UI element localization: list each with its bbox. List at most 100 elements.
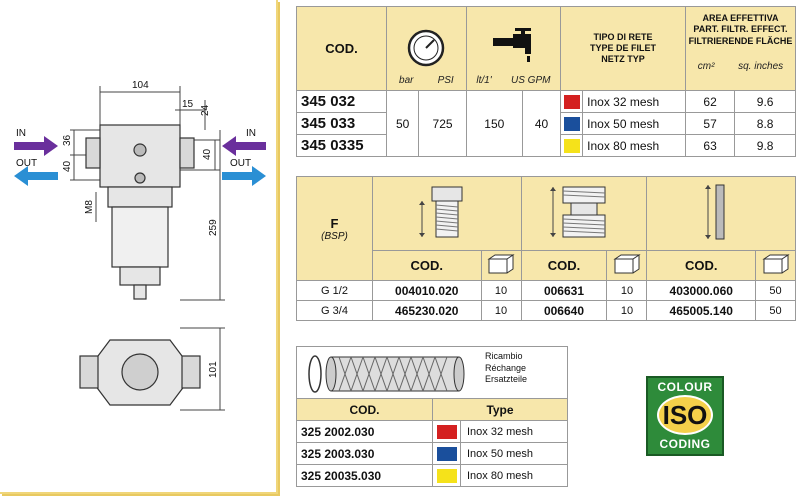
qty-cell: 50 (755, 300, 796, 321)
size-cell: G 3/4 (296, 300, 373, 321)
cod1-header: COD. (372, 250, 482, 281)
sqin-cell: 9.8 (734, 134, 796, 157)
flow-lt-value: 150 (465, 90, 523, 157)
area-line1: AREA EFFETTIVA (702, 13, 779, 23)
dim-15: 15 (182, 99, 194, 110)
tipo-line3: NETZ TYP (601, 54, 645, 65)
sqinches-unit: sq. inches (738, 60, 784, 72)
table-row: G 1/2 004010.020 10 006631 10 403000.060… (296, 280, 796, 301)
code-cell: 403000.060 (646, 280, 756, 301)
f-label: F (330, 215, 339, 231)
nipple-header (372, 176, 522, 251)
qty-cell: 10 (480, 280, 522, 301)
red-swatch-icon (563, 94, 580, 109)
out-arrow-left-icon (14, 166, 58, 186)
dim-m8: M8 (84, 200, 95, 214)
area-line3: FILTRIERENDE FLÄCHE (688, 35, 793, 46)
box-icon (487, 254, 515, 274)
code-cell: 006631 (520, 280, 608, 301)
double-nipple-header (520, 176, 648, 251)
spare-part-box: Ricambio Réchange Ersatzteile (296, 346, 568, 400)
box-header-3 (755, 250, 796, 281)
table-row: 345 0335 Inox 80 mesh 63 9.8 (296, 134, 796, 157)
cod3-header: COD. (646, 250, 756, 281)
filter-technical-drawing: IN OUT IN OUT 104 15 24 36 40 40 M8 259 … (14, 80, 266, 411)
in-arrow-left-icon (14, 136, 58, 156)
code-cell: 465230.020 (372, 300, 482, 321)
out-label-right: OUT (230, 158, 251, 169)
dim-24: 24 (200, 104, 211, 116)
nipple-fitting-icon (418, 186, 463, 238)
dim-36: 36 (62, 134, 73, 146)
mesh-cell: Inox 80 mesh (582, 134, 686, 157)
sqin-cell: 9.6 (734, 90, 796, 113)
iso-top-text: COLOUR (657, 380, 713, 394)
out-arrow-right-icon (222, 166, 266, 186)
area-header: AREA EFFETTIVA PART. FILTR. EFFECT. FILT… (684, 6, 797, 91)
spare-line2: Réchange (484, 362, 527, 373)
lt-unit: lt/1' (476, 75, 492, 86)
pressure-header: bar PSI (386, 6, 467, 91)
dim-259: 259 (208, 219, 219, 236)
spare-line1: Ricambio (484, 351, 523, 361)
code-cell: 345 032 (296, 90, 387, 113)
filter-spec-table: COD. bar PSI lt/1' US G (296, 6, 797, 157)
blue-swatch-icon (436, 446, 457, 461)
cm2-unit: cm² (697, 60, 715, 72)
mesh-type-header: TIPO DI RETE TYPE DE FILET NETZ TYP (560, 6, 686, 91)
spare-part-labels: Ricambio Réchange Ersatzteile (485, 351, 527, 386)
cm2-cell: 63 (684, 134, 736, 157)
dim-40-left: 40 (62, 160, 73, 172)
sqin-cell: 8.8 (734, 112, 796, 135)
pressure-psi-value: 725 (418, 90, 467, 157)
in-label-left: IN (16, 128, 26, 139)
iso-bottom-text: CODING (659, 437, 711, 451)
flow-gpm-value: 40 (521, 90, 562, 157)
code-cell: 345 033 (296, 112, 387, 135)
cod-header: COD. (296, 6, 387, 91)
yellow-swatch-icon (436, 468, 457, 483)
qty-cell: 10 (606, 300, 648, 321)
dim-104: 104 (132, 80, 149, 91)
type-header: Type (432, 398, 568, 421)
code-cell: 325 2002.030 (296, 420, 433, 443)
table-row: 325 2002.030 Inox 32 mesh (296, 420, 568, 443)
code-cell: 325 2003.030 (296, 442, 433, 465)
filter-cartridge-icon (308, 355, 465, 393)
cod2-header: COD. (520, 250, 608, 281)
code-cell: 345 0335 (296, 134, 387, 157)
box-header-1 (480, 250, 522, 281)
mesh-cell: Inox 32 mesh (582, 90, 686, 113)
flow-header: lt/1' US GPM (465, 6, 562, 91)
dim-40-right: 40 (202, 148, 213, 160)
qty-cell: 10 (606, 280, 648, 301)
gasket-icon (705, 184, 725, 240)
in-label-right: IN (246, 128, 256, 139)
code-cell: 465005.140 (646, 300, 756, 321)
bar-unit: bar (399, 75, 414, 86)
tipo-line1: TIPO DI RETE (593, 31, 653, 42)
cm2-cell: 62 (684, 90, 736, 113)
qty-cell: 10 (480, 300, 522, 321)
pressure-gauge-icon (408, 29, 445, 67)
fittings-table: F (BSP) (296, 176, 796, 321)
iso-ring: ISO (657, 395, 713, 435)
box-icon (613, 254, 641, 274)
box-icon (761, 254, 790, 274)
area-line2: PART. FILTR. EFFECT. (693, 24, 788, 35)
code-cell: 325 20035.030 (296, 464, 433, 487)
colour-iso-coding-logo: COLOUR ISO CODING (646, 376, 724, 456)
spare-line3: Ersatzteile (484, 374, 527, 385)
f-bsp-header: F (BSP) (296, 176, 373, 281)
double-nipple-fitting-icon (549, 186, 606, 238)
code-cell: 006640 (520, 300, 608, 321)
dim-101: 101 (208, 361, 219, 378)
yellow-swatch-icon (563, 138, 580, 153)
psi-unit: PSI (437, 75, 454, 86)
blue-swatch-icon (563, 116, 580, 131)
mesh-cell: Inox 50 mesh (582, 112, 686, 135)
usgpm-unit: US GPM (511, 75, 551, 86)
technical-drawing-panel: IN OUT IN OUT 104 15 24 36 40 40 M8 259 … (0, 0, 278, 494)
code-cell: 004010.020 (372, 280, 482, 301)
out-label-left: OUT (16, 158, 37, 169)
